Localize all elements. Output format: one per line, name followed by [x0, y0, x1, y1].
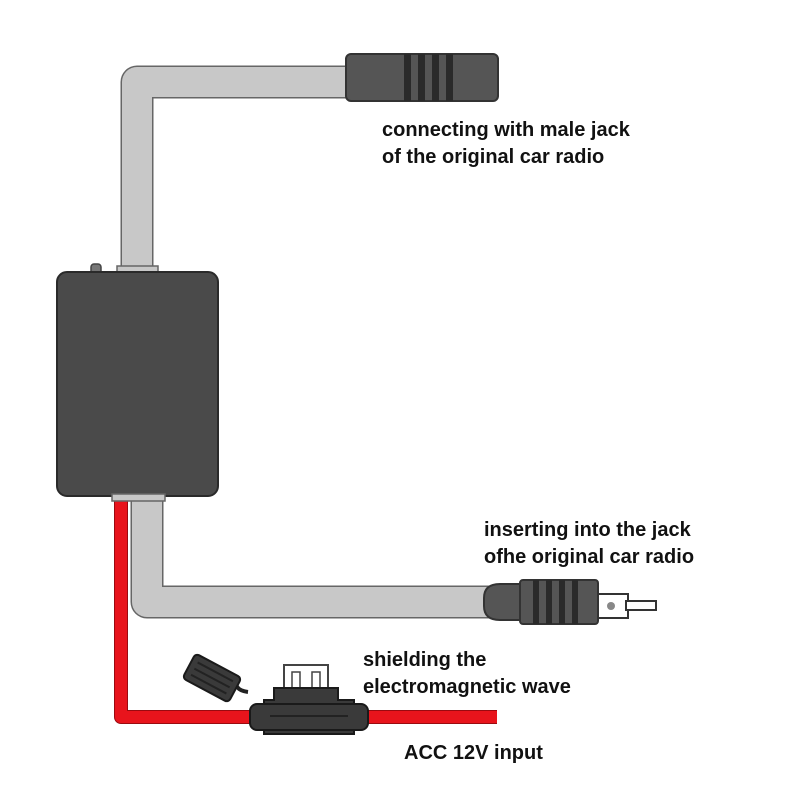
male-plug-label: inserting into the jack ofhe original ca… — [484, 517, 694, 571]
male-plug-label-line-1: inserting into the jack — [484, 519, 691, 541]
lower-cable — [130, 497, 490, 619]
fuse-label-line-2: electromagnetic wave — [363, 676, 571, 698]
fuse-label: shielding the electromagnetic wave — [363, 647, 571, 701]
inline-fuse-holder-icon — [182, 653, 369, 735]
fuse-label-line-1: shielding the — [363, 649, 487, 671]
female-antenna-jack-icon — [345, 53, 499, 102]
male-plug-label-line-2: ofhe original car radio — [484, 546, 695, 568]
power-wire — [114, 497, 497, 724]
power-label-line-1: ACC 12V input — [404, 742, 543, 764]
power-label: ACC 12V input — [404, 740, 543, 767]
male-antenna-plug-icon — [483, 579, 657, 625]
amplifier-box-icon — [56, 263, 219, 502]
female-jack-label: connecting with male jack of the origina… — [382, 117, 630, 171]
female-jack-label-line-2: of the original car radio — [382, 146, 605, 168]
upper-cable — [120, 65, 350, 272]
female-jack-label-line-1: connecting with male jack — [382, 119, 630, 141]
